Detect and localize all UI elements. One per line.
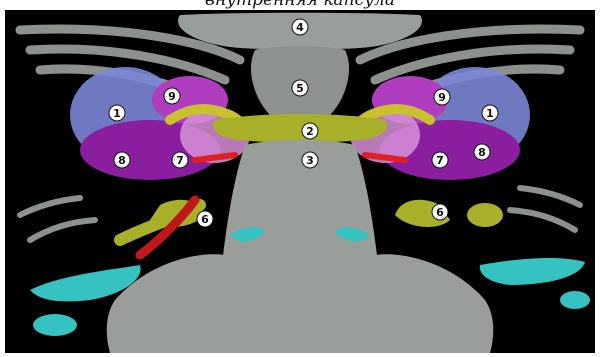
marker-6: 6 bbox=[197, 211, 213, 227]
marker-4: 4 bbox=[292, 19, 308, 35]
marker-label: 1 bbox=[486, 107, 494, 120]
marker-label: 2 bbox=[306, 125, 314, 138]
marker-7: 7 bbox=[432, 152, 448, 168]
marker-3: 3 bbox=[302, 152, 318, 168]
marker-label: 8 bbox=[478, 146, 486, 159]
marker-5: 5 bbox=[292, 80, 308, 96]
marker-label: 6 bbox=[436, 206, 444, 219]
marker-label: 7 bbox=[176, 154, 184, 167]
marker-8: 8 bbox=[114, 152, 130, 168]
marker-9: 9 bbox=[164, 88, 180, 104]
marker-label: 1 bbox=[113, 107, 121, 120]
marker-label: 3 bbox=[306, 154, 314, 167]
marker-label: 9 bbox=[168, 90, 176, 103]
marker-1: 1 bbox=[482, 105, 498, 121]
caption: внутренняя капсула bbox=[0, 0, 600, 9]
structure-2 bbox=[213, 114, 387, 143]
marker-label: 5 bbox=[296, 82, 304, 95]
marker-6: 6 bbox=[432, 204, 448, 220]
marker-7: 7 bbox=[172, 152, 188, 168]
marker-9: 9 bbox=[434, 89, 450, 105]
marker-label: 4 bbox=[296, 21, 304, 34]
marker-label: 6 bbox=[201, 213, 209, 226]
marker-8: 8 bbox=[474, 144, 490, 160]
marker-1: 1 bbox=[109, 105, 125, 121]
marker-label: 9 bbox=[438, 91, 446, 104]
marker-2: 2 bbox=[302, 123, 318, 139]
marker-label: 8 bbox=[118, 154, 126, 167]
marker-label: 7 bbox=[436, 154, 444, 167]
